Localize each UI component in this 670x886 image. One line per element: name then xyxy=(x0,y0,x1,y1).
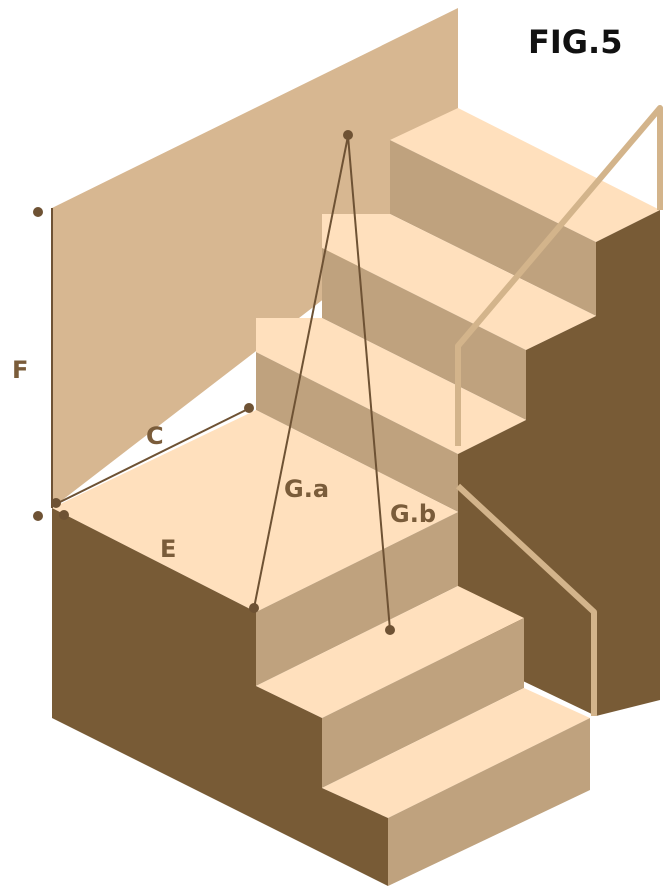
point-f-top xyxy=(33,207,43,217)
label-g-b: G.b xyxy=(390,500,436,528)
dimension-line-g-a xyxy=(253,135,349,609)
label-c: C xyxy=(146,422,164,450)
handrail xyxy=(455,105,663,446)
handrail-lower xyxy=(455,483,597,716)
lower-step-2-riser xyxy=(322,618,524,788)
upper-step-3-tread xyxy=(322,214,596,350)
upper-step-3-riser xyxy=(322,248,526,420)
point-g-b-bottom xyxy=(385,625,395,635)
label-f: F xyxy=(12,356,28,384)
point-c-left xyxy=(51,498,61,508)
upper-step-4-riser xyxy=(390,140,596,316)
point-e-left xyxy=(59,510,69,520)
point-f-bottom xyxy=(33,511,43,521)
lower-step-1-tread xyxy=(322,688,590,818)
point-g-top xyxy=(343,130,353,140)
upper-step-2-riser xyxy=(256,352,458,512)
dimension-line-c xyxy=(55,407,251,505)
back-wall xyxy=(52,8,458,508)
upper-step-4-tread xyxy=(390,108,660,242)
label-e: E xyxy=(160,535,176,563)
lower-step-3-riser xyxy=(256,512,458,686)
lower-step-2-tread xyxy=(256,586,524,718)
point-c-right xyxy=(244,403,254,413)
point-g-a-bottom xyxy=(249,603,259,613)
lower-step-1-riser xyxy=(388,718,590,886)
upper-right-side-wall xyxy=(596,210,660,716)
front-side xyxy=(52,508,388,886)
landing-tread xyxy=(52,410,458,612)
figure-title: FIG.5 xyxy=(528,23,622,61)
dimension-line-g-b xyxy=(347,135,391,631)
label-g-a: G.a xyxy=(284,475,329,503)
